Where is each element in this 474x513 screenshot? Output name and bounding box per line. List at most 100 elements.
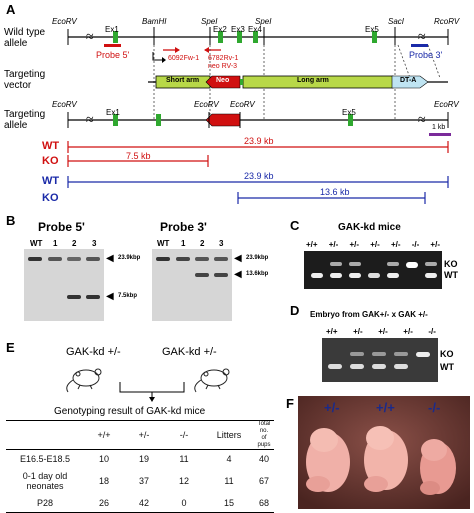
cross-bracket — [119, 382, 185, 393]
fragment-genotype-4: KO — [42, 192, 59, 204]
fragment-size-1: 23.9 kb — [244, 136, 274, 146]
probe5-mark — [104, 44, 121, 47]
site-ecorv-b3: EcoRV — [230, 100, 255, 109]
p3-lane-wt: WT — [157, 239, 170, 248]
pup-label-het: +/- — [324, 400, 340, 415]
panel-d-label: D — [290, 303, 300, 318]
panel-a-label: A — [6, 2, 16, 17]
site-spei-1: SpeI — [201, 17, 218, 26]
p5-marker-2: 7.5kbp — [118, 293, 138, 299]
scale-label: 1 kb — [432, 124, 446, 131]
p5-marker-1: 23.9kbp — [118, 255, 141, 261]
exon3-mark — [237, 31, 242, 43]
mouse-right-icon — [194, 368, 230, 393]
mouse-cross-illustration — [66, 368, 230, 402]
panel-f-label: F — [286, 396, 294, 411]
exon2-mark — [218, 31, 223, 43]
site-ecorv-top: EcoRV — [52, 17, 77, 26]
exon1-ta — [113, 114, 118, 126]
svg-text:≈: ≈ — [418, 113, 426, 128]
neo-label: Neo — [216, 77, 230, 84]
fragment-size-4: 13.6 kb — [320, 187, 350, 197]
dta-cassette — [391, 75, 429, 89]
probe5-label: Probe 5' — [96, 50, 130, 60]
probe3-mark — [411, 44, 428, 47]
dta-label: DT-A — [400, 77, 417, 84]
tss-arrow — [152, 52, 165, 61]
cross-left: GAK-kd +/- — [66, 346, 121, 358]
primer-rv-head — [204, 47, 209, 53]
probe3-label: Probe 3' — [409, 50, 443, 60]
probe3-blot — [152, 249, 232, 321]
panel-d-marker-ko: KO — [440, 349, 454, 359]
p5-lane-3: 3 — [92, 239, 97, 248]
col-litters: Litters — [216, 430, 242, 440]
exon-label-5-ta: Ex5 — [342, 108, 356, 117]
pup-wt — [364, 426, 408, 492]
panel-c-marker-ko: KO — [444, 259, 458, 269]
panel-c-gel — [304, 251, 442, 289]
p5-lane-2: 2 — [72, 239, 77, 248]
panel-c-title: GAK-kd mice — [338, 222, 401, 233]
p3-lane-3: 3 — [219, 239, 224, 248]
primer-rv-label: 6782Rv-1 — [208, 55, 239, 62]
site-ecorv-b4: EcoRV — [434, 100, 459, 109]
primer-fw-label: 6092Fw-1 — [168, 55, 200, 62]
panel-d-lanes: +/++/-+/-+/--/- — [326, 327, 436, 336]
panel-d-marker-wt: WT — [440, 362, 454, 372]
col-wt: +/+ — [97, 430, 111, 440]
fragment-genotype-2: KO — [42, 155, 59, 167]
tss-arrow-head — [162, 57, 166, 63]
fragment-genotype-3: WT — [42, 175, 60, 187]
p3-lane-2: 2 — [200, 239, 205, 248]
probe3-blot-title: Probe 3' — [160, 220, 207, 234]
col-het: +/- — [138, 430, 150, 440]
p3-lane-1: 1 — [181, 239, 186, 248]
site-ecorv-b1: EcoRV — [52, 100, 77, 109]
p3-marker-2: 13.6kbp — [246, 271, 269, 277]
site-bamhi: BamHI — [142, 17, 167, 26]
svg-text:≈: ≈ — [86, 113, 94, 128]
genotype-table: +/+ +/- -/- Litters Total no.of pups E16… — [6, 420, 274, 513]
pup-photo-drawing — [298, 396, 470, 509]
exon-label-1-ta: Ex1 — [106, 108, 120, 117]
exon-label-3: Ex3 — [231, 25, 245, 34]
col-total: Total no.of pups — [257, 421, 271, 448]
site-ecorv-b2: EcoRV — [194, 100, 219, 109]
site-rcorv: RcoRV — [434, 17, 460, 26]
break-mark-2: ≈ — [418, 30, 426, 45]
col-ko: -/- — [179, 430, 189, 440]
panel-a-map: ≈ ≈ ≈ ≈ — [67, 27, 451, 204]
p3-marker-1: 23.9kbp — [246, 255, 269, 261]
fragment-size-2: 7.5 kb — [126, 151, 151, 161]
p5-lane-wt: WT — [30, 239, 43, 248]
fragment-size-3: 23.9 kb — [244, 171, 274, 181]
primer-neo-label: neo RV-3 — [208, 63, 238, 70]
mouse-left-icon — [66, 368, 102, 393]
break-mark-1: ≈ — [86, 30, 94, 45]
exon-label-1: Ex1 — [105, 25, 119, 34]
exon-label-2: Ex2 — [213, 25, 227, 34]
fragment-genotype-1: WT — [42, 140, 60, 152]
exon5-ta — [348, 114, 353, 126]
exon5-mark — [372, 31, 377, 43]
panel-d-gel — [322, 338, 438, 382]
panel-c-label: C — [290, 218, 300, 233]
pup-label-wt: +/+ — [376, 400, 395, 415]
site-saci: SacI — [388, 17, 405, 26]
pup-photo — [298, 396, 470, 509]
site-spei-2: SpeI — [255, 17, 272, 26]
exon-label-5: Ex5 — [365, 25, 379, 34]
exon4-mark — [253, 31, 258, 43]
probe5-blot — [24, 249, 104, 321]
long-arm-label: Long arm — [297, 77, 329, 84]
cross-right: GAK-kd +/- — [162, 346, 217, 358]
exon1-mark — [113, 31, 118, 43]
table-title: Genotyping result of GAK-kd mice — [54, 406, 206, 417]
